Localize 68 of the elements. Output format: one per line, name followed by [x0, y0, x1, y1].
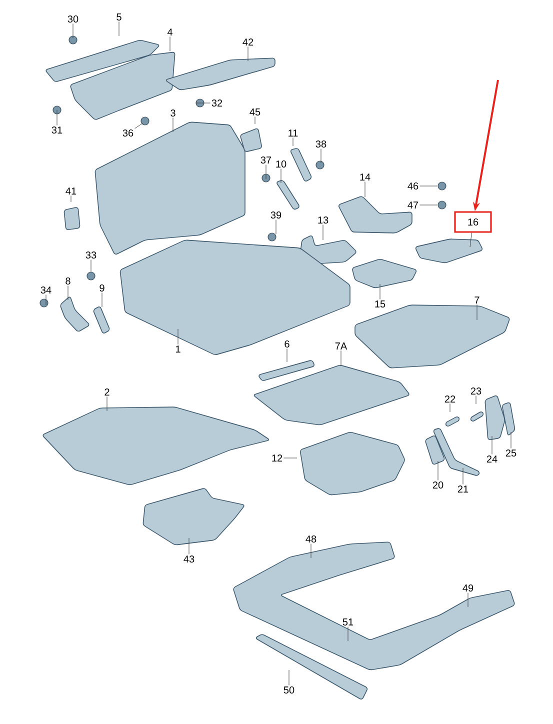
- callout-number: 47: [408, 202, 418, 208]
- callout-number: 3: [170, 109, 176, 117]
- callout-number: 32: [212, 99, 222, 107]
- leader-line: [280, 168, 282, 184]
- callout-number: 39: [270, 211, 282, 219]
- leader-line: [476, 304, 478, 320]
- callout-number: 6: [284, 340, 290, 348]
- leader-line: [510, 432, 512, 449]
- nut-drawing: [86, 272, 96, 280]
- callout-number: 30: [68, 15, 78, 23]
- callout-number: 42: [242, 38, 254, 46]
- leader-line: [254, 116, 256, 124]
- callout-number: 7A: [335, 342, 348, 350]
- callout-number: 49: [462, 584, 474, 592]
- leader-line: [196, 102, 210, 104]
- leader-line: [172, 118, 174, 132]
- callout-number: 50: [284, 686, 294, 694]
- leader-line: [72, 24, 74, 38]
- callout-number: 45: [250, 108, 260, 116]
- callout-number: 5: [116, 14, 122, 20]
- leader-line: [288, 670, 290, 686]
- leader-line: [188, 538, 190, 555]
- callout-number: 48: [306, 535, 316, 543]
- callout-number: 38: [316, 140, 326, 148]
- callout-number: 14: [360, 174, 370, 180]
- callout-number: 36: [122, 129, 134, 137]
- callout-number: 41: [66, 188, 76, 194]
- leader-line: [420, 204, 438, 206]
- leader-line: [320, 148, 322, 164]
- callout-number: 11: [288, 130, 298, 136]
- leader-line: [118, 21, 120, 36]
- leader-line: [364, 181, 366, 198]
- callout-number: 1: [176, 346, 180, 352]
- callout-number: 22: [444, 396, 456, 402]
- callout-number: 9: [100, 284, 104, 292]
- callout-number: 10: [276, 160, 286, 168]
- callout-number: 21: [458, 486, 468, 492]
- leader-line: [134, 122, 144, 129]
- callout-number: 8: [66, 277, 70, 285]
- callout-number: 12: [272, 454, 282, 462]
- leader-line: [70, 195, 72, 202]
- leader-line: [340, 350, 342, 366]
- callout-number: 31: [52, 126, 62, 134]
- callout-number: 7: [474, 296, 480, 304]
- callout-number: 4: [167, 28, 172, 36]
- callout-number: 37: [260, 156, 272, 164]
- highlighted-callout: 16: [454, 211, 492, 233]
- leader-line: [292, 137, 294, 146]
- callout-number: 33: [86, 251, 96, 259]
- callout-number: 34: [40, 286, 52, 294]
- leader-line: [286, 348, 288, 362]
- callout-number: 2: [104, 388, 110, 396]
- callout-number: 13: [318, 216, 328, 224]
- leader-line: [310, 544, 312, 558]
- leader-line: [90, 260, 92, 272]
- callout-number: 46: [408, 182, 418, 190]
- leader-line: [470, 232, 472, 248]
- callout-number: 43: [184, 555, 194, 563]
- callout-number: 15: [375, 300, 386, 308]
- leader-line: [462, 468, 464, 485]
- callout-number: 20: [432, 481, 444, 489]
- leader-line: [56, 110, 58, 126]
- callout-number: 25: [506, 449, 516, 457]
- callout-number: 24: [486, 456, 498, 462]
- callout-number: 51: [342, 618, 354, 626]
- leader-line: [322, 224, 324, 240]
- leader-line: [106, 396, 108, 412]
- callout-number: 23: [470, 387, 482, 395]
